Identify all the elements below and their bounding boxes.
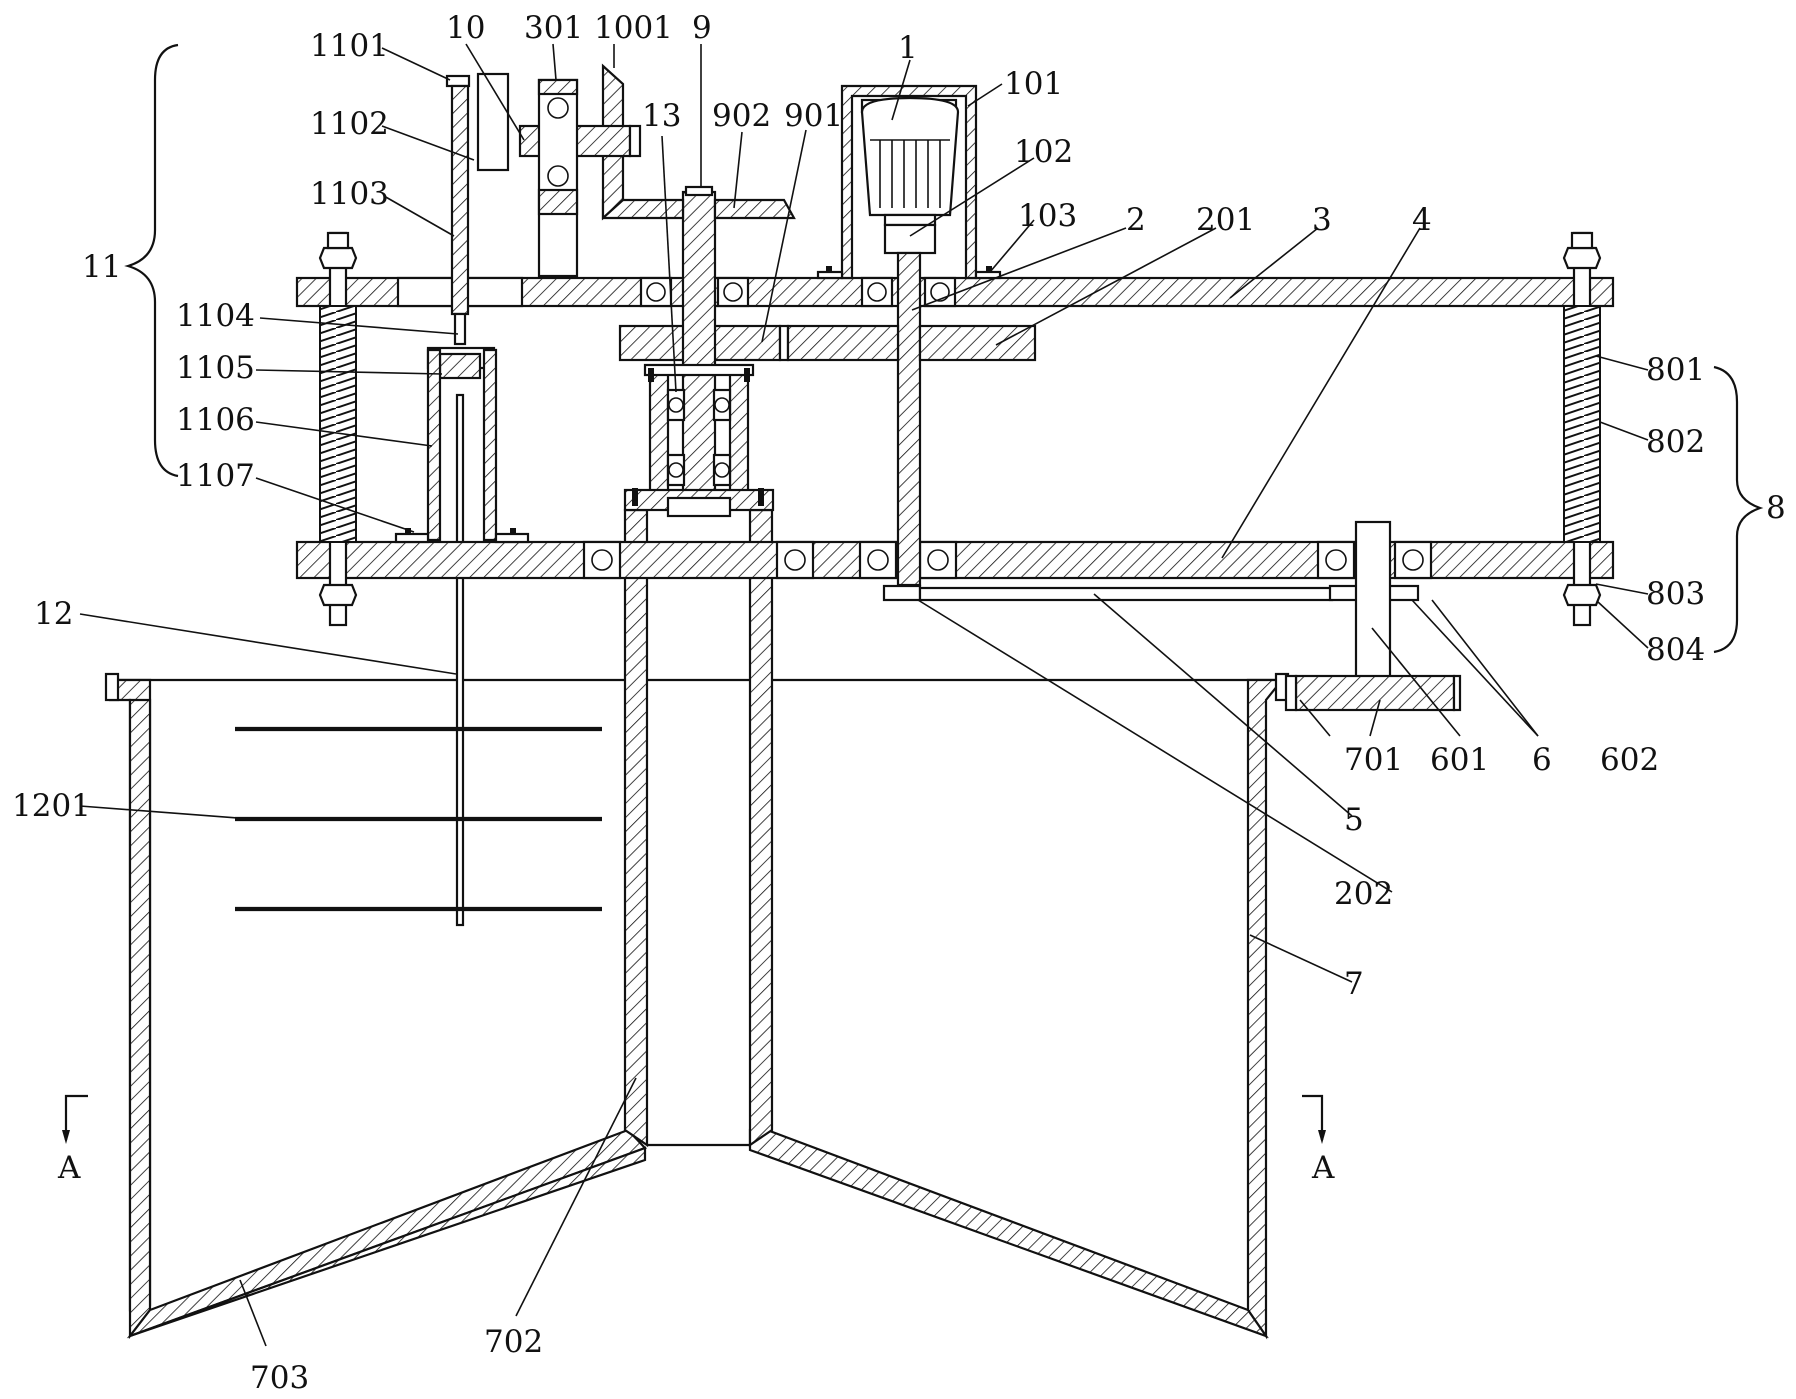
- label-12: 12: [34, 596, 73, 632]
- label-803: 803: [1646, 576, 1705, 612]
- label-1001: 1001: [594, 10, 673, 46]
- cam-assembly: [476, 63, 642, 278]
- leader-lines: [79, 43, 1649, 1347]
- label-301: 301: [524, 10, 583, 46]
- section-mark-left: A: [57, 1094, 88, 1186]
- label-10: 10: [446, 10, 485, 46]
- label-804: 804: [1646, 632, 1705, 668]
- brace-8: [1713, 365, 1764, 654]
- svg-text:A: A: [57, 1150, 81, 1186]
- section-mark-right: A: [1302, 1094, 1335, 1186]
- label-1104: 1104: [176, 298, 255, 334]
- label-702: 702: [484, 1324, 543, 1360]
- label-8: 8: [1766, 490, 1786, 526]
- brace-11: [124, 43, 179, 478]
- label-2: 2: [1126, 202, 1146, 238]
- top-plate: [295, 276, 1615, 308]
- label-102: 102: [1014, 134, 1073, 170]
- label-103: 103: [1018, 198, 1077, 234]
- label-4: 4: [1412, 202, 1432, 238]
- label-1103: 1103: [310, 176, 389, 212]
- label-1: 1: [898, 30, 918, 66]
- label-7: 7: [1344, 966, 1364, 1002]
- label-3: 3: [1312, 202, 1332, 238]
- label-1201: 1201: [12, 788, 91, 824]
- label-601: 601: [1430, 742, 1489, 778]
- label-1101: 1101: [310, 28, 389, 64]
- label-201: 201: [1196, 202, 1255, 238]
- label-901: 901: [784, 98, 843, 134]
- main-shaft: [601, 185, 796, 518]
- label-602: 602: [1600, 742, 1659, 778]
- bottom-plate: [295, 540, 1615, 580]
- motor-assembly: [816, 84, 1002, 587]
- label-11: 11: [82, 249, 121, 285]
- label-13: 13: [642, 98, 681, 134]
- label-202: 202: [1334, 876, 1393, 912]
- lead-screw-assembly: [394, 74, 530, 544]
- label-1106: 1106: [176, 402, 255, 438]
- label-9: 9: [692, 10, 712, 46]
- label-902: 902: [712, 98, 771, 134]
- label-802: 802: [1646, 424, 1705, 460]
- label-801: 801: [1646, 352, 1705, 388]
- label-1107: 1107: [176, 458, 255, 494]
- label-1102: 1102: [310, 106, 389, 142]
- svg-text:A: A: [1311, 1150, 1335, 1186]
- stirring-rod: [235, 393, 602, 927]
- label-701: 701: [1344, 742, 1403, 778]
- tank-body: [104, 508, 1290, 1340]
- right-spring-assembly: [1562, 231, 1602, 627]
- label-703: 703: [250, 1360, 309, 1396]
- label-6: 6: [1532, 742, 1552, 778]
- labels: 1101 1102 1103 11 1104 1105 1106 1107 12…: [12, 10, 1786, 1396]
- label-101: 101: [1004, 66, 1063, 102]
- belt-drive: [882, 520, 1462, 712]
- label-1105: 1105: [176, 350, 255, 386]
- label-5: 5: [1344, 802, 1364, 838]
